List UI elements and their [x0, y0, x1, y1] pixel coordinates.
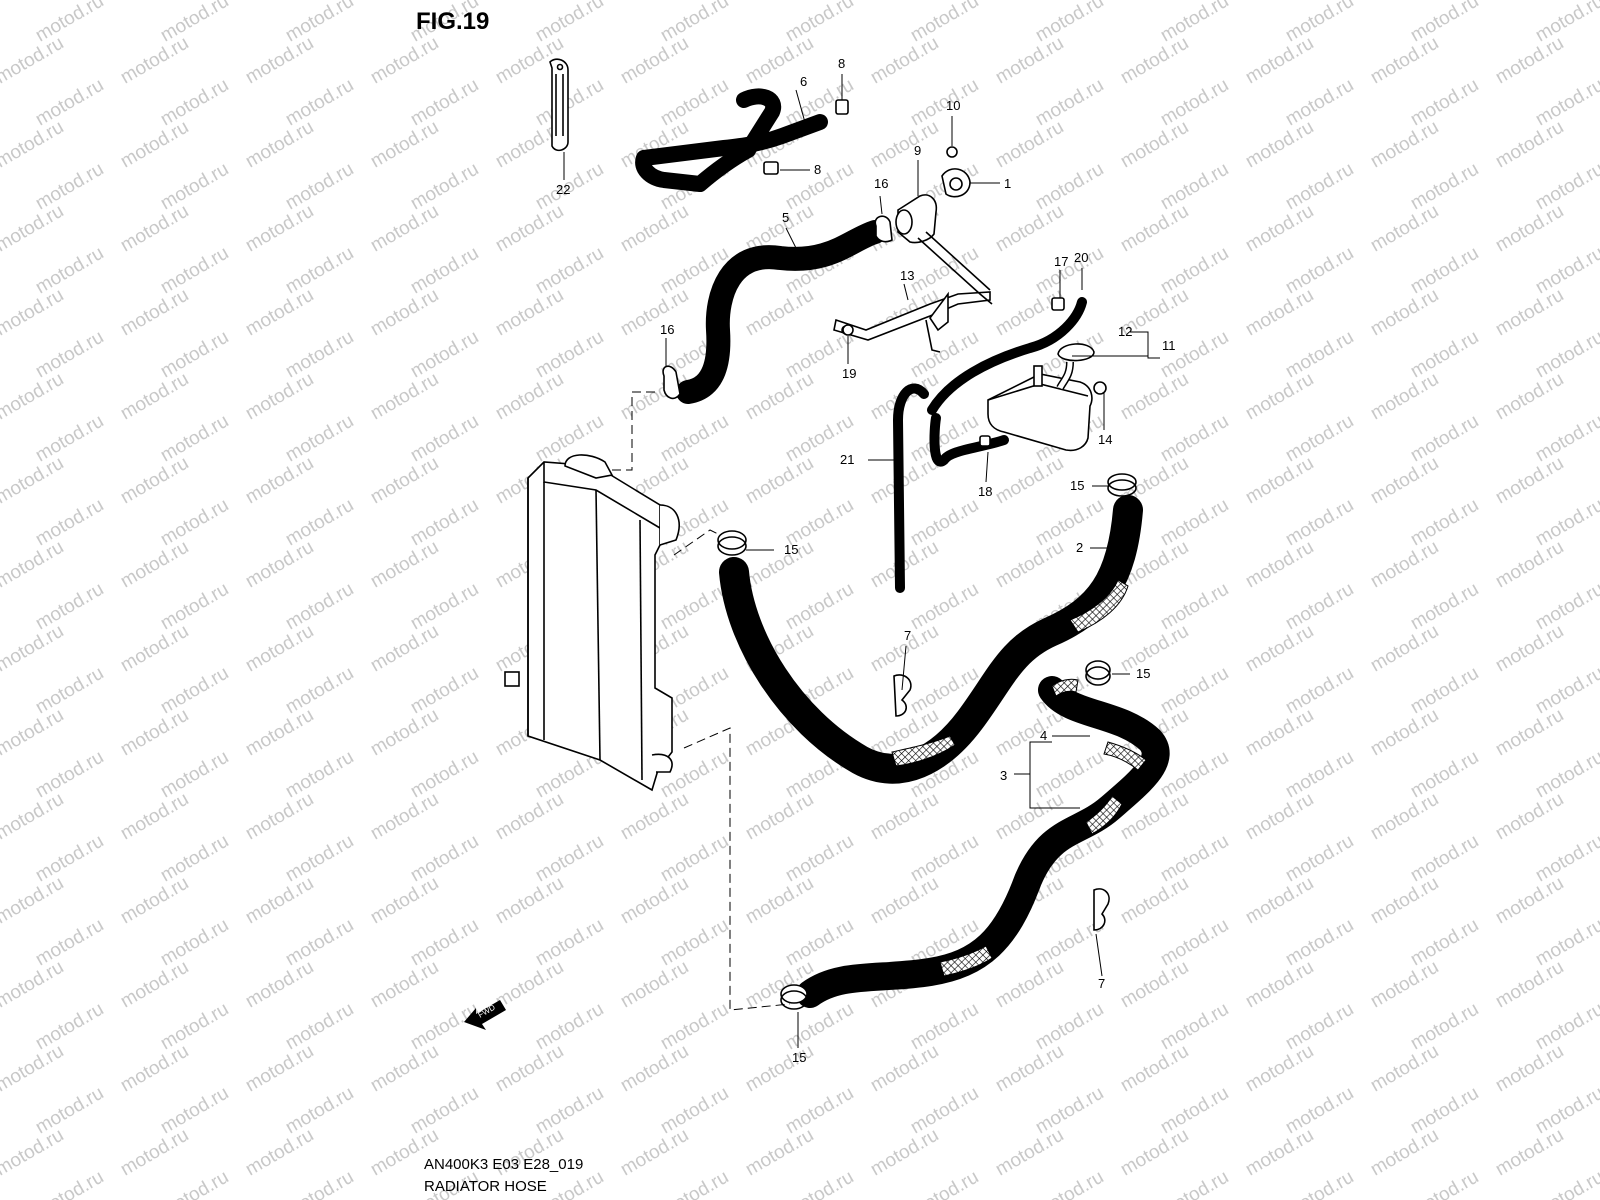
callout-9: 9 — [914, 143, 921, 158]
callout-17: 17 — [1054, 254, 1068, 269]
callout-10: 10 — [946, 98, 960, 113]
callout-16b: 16 — [874, 176, 888, 191]
part-16-clamp — [662, 215, 893, 400]
callout-7a: 7 — [904, 628, 911, 643]
callout-18: 18 — [978, 484, 992, 499]
callout-4: 4 — [1040, 728, 1047, 743]
callout-15c: 15 — [1136, 666, 1150, 681]
part-7-clip — [893, 674, 1110, 931]
callout-19: 19 — [842, 366, 856, 381]
part-2-hose — [719, 495, 1143, 784]
radiator — [504, 454, 680, 792]
callout-15d: 15 — [792, 1050, 806, 1065]
callout-11: 11 — [1162, 338, 1176, 353]
callout-20: 20 — [1074, 250, 1088, 265]
callout-15a: 15 — [1070, 478, 1084, 493]
part-5-hose — [676, 220, 887, 404]
part-9-thermostat-housing — [895, 194, 993, 305]
callout-22: 22 — [556, 182, 570, 197]
callout-3: 3 — [1000, 768, 1007, 783]
part-3-hose — [796, 676, 1170, 1008]
callout-labels: 1 2 3 4 5 6 7 7 8 8 9 10 11 13 14 15 15 … — [556, 56, 1176, 1065]
part-21-hose — [893, 383, 929, 593]
figure-title: FIG.19 — [416, 8, 490, 35]
part-22-bracket — [549, 58, 569, 152]
callout-8b: 8 — [814, 162, 821, 177]
callout-16a: 16 — [660, 322, 674, 337]
part-15-clamp — [717, 473, 1137, 1010]
callout-12: 12 — [1118, 324, 1132, 339]
part-6-hose — [635, 88, 828, 192]
callout-leaders — [563, 74, 1160, 1048]
callout-8a: 8 — [838, 56, 845, 71]
callout-13: 13 — [900, 268, 914, 283]
callout-5: 5 — [782, 210, 789, 225]
figure-code: AN400K3 E03 E28_019 — [424, 1156, 584, 1173]
callout-15b: 15 — [784, 542, 798, 557]
part-20-pipe — [927, 297, 1087, 467]
figure-name: RADIATOR HOSE — [424, 1178, 547, 1195]
callout-6: 6 — [800, 74, 807, 89]
callout-2: 2 — [1076, 540, 1083, 555]
callout-7b: 7 — [1098, 976, 1105, 991]
callout-21: 21 — [840, 452, 854, 467]
part-1-cap — [941, 168, 971, 198]
callout-1: 1 — [1004, 176, 1011, 191]
part-13-bracket — [833, 291, 991, 353]
fwd-arrow-icon: FWD — [464, 1000, 506, 1030]
callout-14: 14 — [1098, 432, 1112, 447]
